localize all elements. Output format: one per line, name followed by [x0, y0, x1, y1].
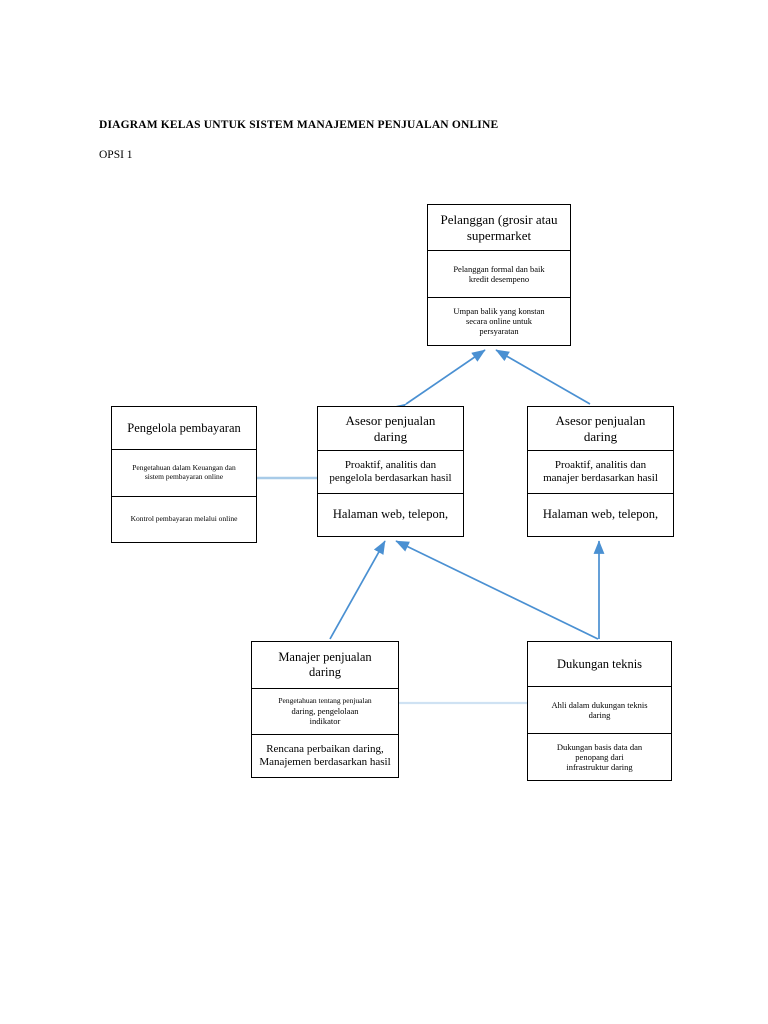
class-attributes-manajer-penjualan-daring: Pengetahuan tentang penjualan daring, pe…: [252, 688, 398, 733]
class-name-pelanggan: Pelanggan (grosir atau supermarket: [440, 212, 558, 243]
class-box-dukungan-teknis[interactable]: Dukungan teknis Ahli dalam dukungan tekn…: [527, 641, 672, 781]
class-operations-dukungan-teknis: Dukungan basis data dan penopang dari in…: [528, 732, 671, 780]
class-name-dukungan-teknis: Dukungan teknis: [556, 656, 643, 671]
class-operations-pelanggan: Umpan balik yang konstan secara online u…: [428, 296, 570, 345]
class-attributes-pelanggan: Pelanggan formal dan baik kredit desempe…: [428, 250, 570, 296]
connector-dukungan-to-asesor1: [395, 540, 599, 640]
class-name-asesor-penjualan-daring-2: Asesor penjualan daring: [555, 413, 646, 444]
class-operations-pengelola-pembayaran: Kontrol pembayaran melalui online: [112, 495, 256, 542]
page-subtitle: OPSI 1: [99, 149, 133, 161]
class-name-manajer-penjualan-daring: Manajer penjualan daring: [278, 650, 372, 680]
connector-manajer-to-asesor1: [329, 540, 386, 640]
class-name-asesor-penjualan-daring-1: Asesor penjualan daring: [345, 413, 436, 444]
connector-asesor2-to-pelanggan: [495, 349, 591, 405]
class-attributes-asesor-penjualan-daring-1: Proaktif, analitis dan pengelola berdasa…: [318, 450, 463, 492]
page-title: DIAGRAM KELAS UNTUK SISTEM MANAJEMEN PEN…: [99, 119, 499, 131]
class-operations-asesor-penjualan-daring-2: Halaman web, telepon,: [528, 492, 673, 536]
class-operations-manajer-penjualan-daring: Rencana perbaikan daring, Manajemen berd…: [252, 733, 398, 777]
class-attributes-pengelola-pembayaran: Pengetahuan dalam Keuangan dan sistem pe…: [112, 449, 256, 495]
class-name-pengelola-pembayaran: Pengelola pembayaran: [127, 420, 241, 435]
class-box-asesor-penjualan-daring-2[interactable]: Asesor penjualan daring Proaktif, analit…: [527, 406, 674, 537]
class-attributes-asesor-penjualan-daring-2: Proaktif, analitis dan manajer berdasark…: [528, 450, 673, 492]
connector-asesor1-to-pelanggan: [392, 349, 486, 416]
class-operations-asesor-penjualan-daring-1: Halaman web, telepon,: [318, 492, 463, 536]
class-box-manajer-penjualan-daring[interactable]: Manajer penjualan daring Pengetahuan ten…: [251, 641, 399, 778]
class-attributes-dukungan-teknis: Ahli dalam dukungan teknis daring: [528, 686, 671, 732]
class-box-pengelola-pembayaran[interactable]: Pengelola pembayaran Pengetahuan dalam K…: [111, 406, 257, 543]
class-box-asesor-penjualan-daring-1[interactable]: Asesor penjualan daring Proaktif, analit…: [317, 406, 464, 537]
class-box-pelanggan[interactable]: Pelanggan (grosir atau supermarket Pelan…: [427, 204, 571, 346]
